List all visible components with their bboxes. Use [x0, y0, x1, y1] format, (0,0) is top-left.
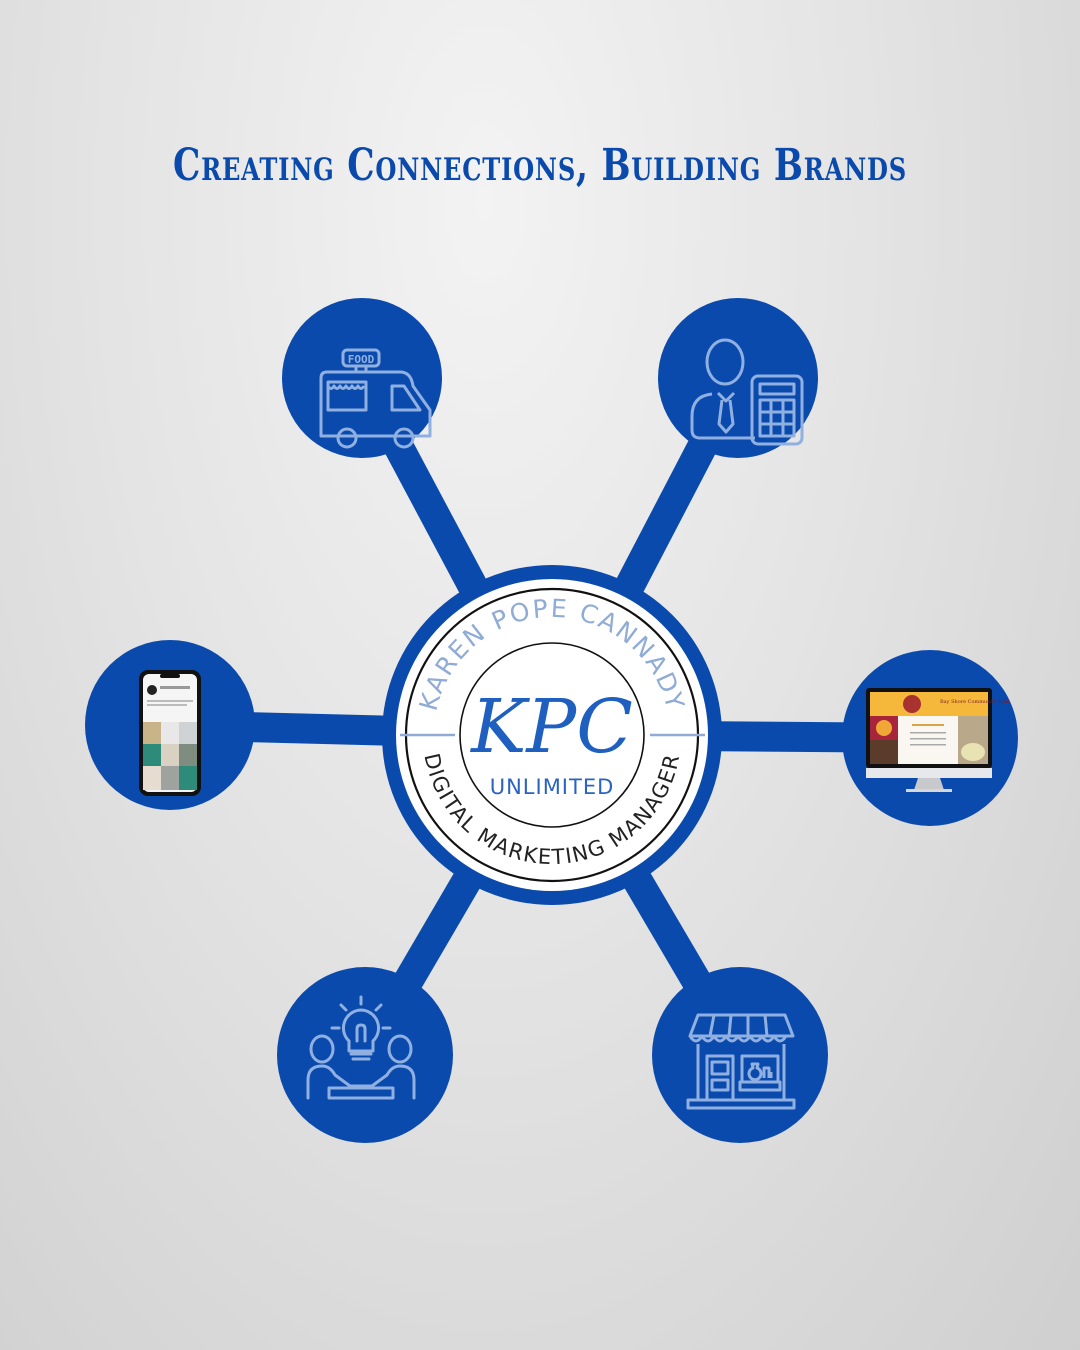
hub-subtitle: UNLIMITED [490, 775, 615, 799]
node-website-monitor[interactable]: Bay Shore Community Hall [842, 650, 1018, 826]
hub-monogram: KPC [469, 684, 633, 770]
storefront-icon [686, 1013, 796, 1110]
accountant-calculator-icon [690, 338, 804, 446]
svg-text:Bay Shore Community Hall: Bay Shore Community Hall [940, 699, 1009, 705]
desktop-website-icon: Bay Shore Community Hall [866, 688, 1009, 792]
meeting-lightbulb-icon [306, 995, 416, 1100]
svg-text:FOOD: FOOD [348, 353, 375, 366]
node-social-phone[interactable] [85, 640, 255, 810]
smartphone-instagram-icon [139, 670, 201, 796]
node-accountant[interactable] [658, 298, 818, 458]
node-brainstorm[interactable] [277, 967, 453, 1143]
node-storefront[interactable] [652, 967, 828, 1143]
food-truck-icon: FOOD [319, 348, 432, 449]
page-title: Creating Connections, Building Brands [172, 140, 908, 191]
node-food-truck[interactable]: FOOD [282, 298, 442, 458]
hub-logo: KAREN POPE CANNADY DIGITAL MARKETING MAN… [382, 565, 722, 905]
